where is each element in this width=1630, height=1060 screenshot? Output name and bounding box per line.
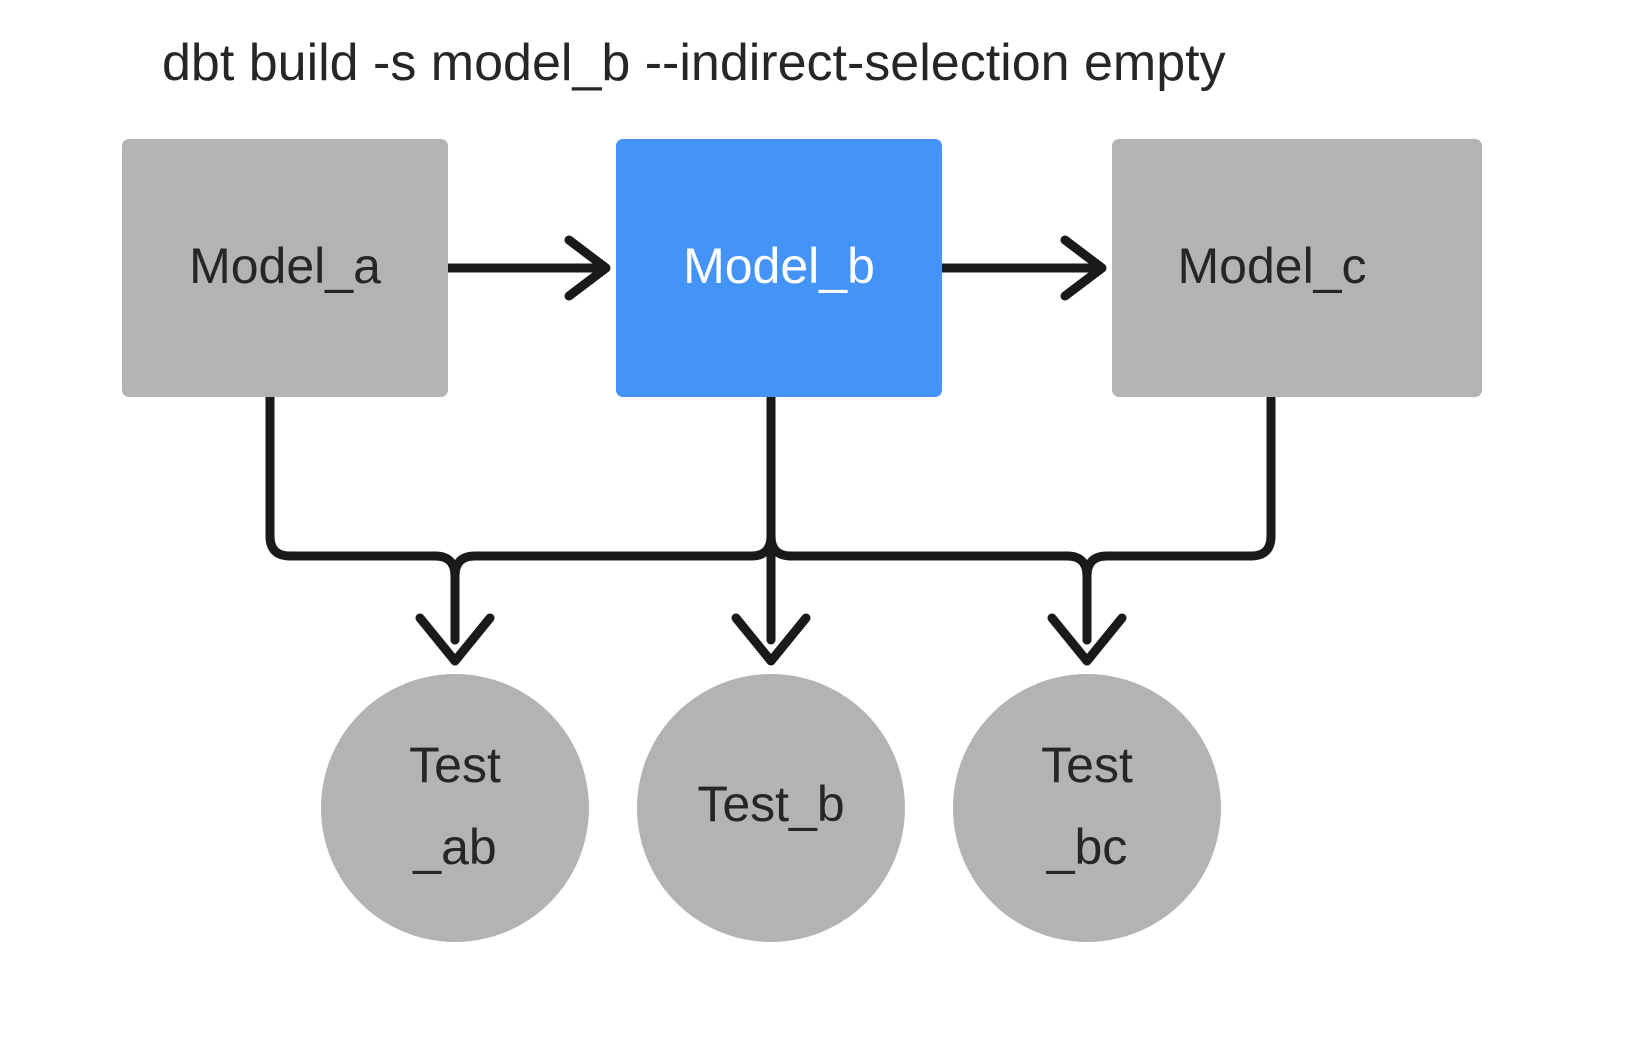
- edge-model-b-to-test-ab: [450, 392, 776, 645]
- node-test-b-label-line1: Test_b: [697, 776, 844, 832]
- node-model-b-shape[interactable]: [616, 139, 942, 397]
- arrowhead-test-ab: [415, 613, 495, 666]
- node-test-bc[interactable]: Test _bc: [953, 674, 1221, 942]
- node-test-ab-label-line2: _ab: [412, 819, 496, 875]
- edge-model-b-to-test-bc: [766, 392, 1092, 645]
- diagram-title: dbt build -s model_b --indirect-selectio…: [162, 34, 1226, 92]
- node-model-c[interactable]: Model_c: [1112, 139, 1482, 397]
- node-model-a[interactable]: Model_a: [122, 139, 448, 397]
- node-test-b[interactable]: Test_b: [637, 674, 905, 942]
- node-test-bc-label-line2: _bc: [1046, 819, 1128, 875]
- edge-model-c-to-test-bc: [1082, 392, 1276, 645]
- node-test-b-shape[interactable]: [637, 674, 905, 942]
- arrowhead-test-bc: [1047, 613, 1127, 666]
- edge-model-a-to-model-b: [443, 235, 611, 301]
- edge-model-a-to-test-ab: [265, 392, 460, 645]
- node-model-b[interactable]: Model_b: [616, 139, 942, 397]
- node-model-a-label: Model_a: [189, 238, 381, 294]
- node-model-a-shape[interactable]: [122, 139, 448, 397]
- node-test-bc-shape[interactable]: [953, 674, 1221, 942]
- node-test-ab-shape[interactable]: [321, 674, 589, 942]
- node-model-c-shape[interactable]: [1112, 139, 1482, 397]
- node-test-ab-label-line1: Test: [409, 737, 501, 793]
- edge-model-b-to-model-c: [937, 235, 1107, 301]
- node-model-c-label: Model_c: [1178, 238, 1367, 294]
- arrowhead-test-b: [731, 613, 811, 666]
- node-test-bc-label-line1: Test: [1041, 737, 1133, 793]
- node-test-ab[interactable]: Test _ab: [321, 674, 589, 942]
- node-model-b-label: Model_b: [683, 238, 875, 294]
